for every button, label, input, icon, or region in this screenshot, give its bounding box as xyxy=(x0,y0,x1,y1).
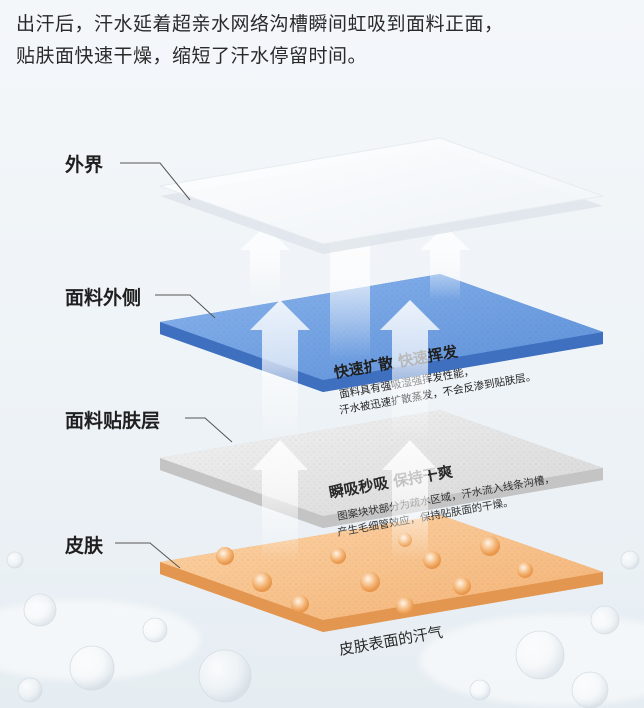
leader-lines xyxy=(115,162,233,569)
background-bubbles xyxy=(0,550,644,708)
outer-glass-layer xyxy=(158,137,605,254)
intro-line-1: 出汗后，汗水延着超亲水网络沟槽瞬间虹吸到面料正面， xyxy=(16,13,504,35)
sweat-drops xyxy=(216,533,533,615)
fabric-outer-layer: 快速扩散 快速挥发 面料具有强吸湿强挥发性能， 汗水被迅速扩散蒸发，不会反渗到贴… xyxy=(160,274,603,417)
label-fabric-inner: 面料贴肤层 xyxy=(65,410,161,432)
label-fabric-outer: 面料外侧 xyxy=(65,287,142,309)
intro-text: 出汗后，汗水延着超亲水网络沟槽瞬间虹吸到面料正面， 贴肤面快速干燥，缩短了汗水停… xyxy=(16,8,636,72)
intro-line-2: 贴肤面快速干燥，缩短了汗水停留时间。 xyxy=(16,45,368,67)
fabric-inner-layer: 瞬吸秒吸 保持干爽 图案块状部分为疏水区域，汗水流入线条沟槽， 产生毛细管效应，… xyxy=(160,410,603,539)
label-outer: 外界 xyxy=(65,154,104,176)
label-skin: 皮肤 xyxy=(65,535,104,557)
